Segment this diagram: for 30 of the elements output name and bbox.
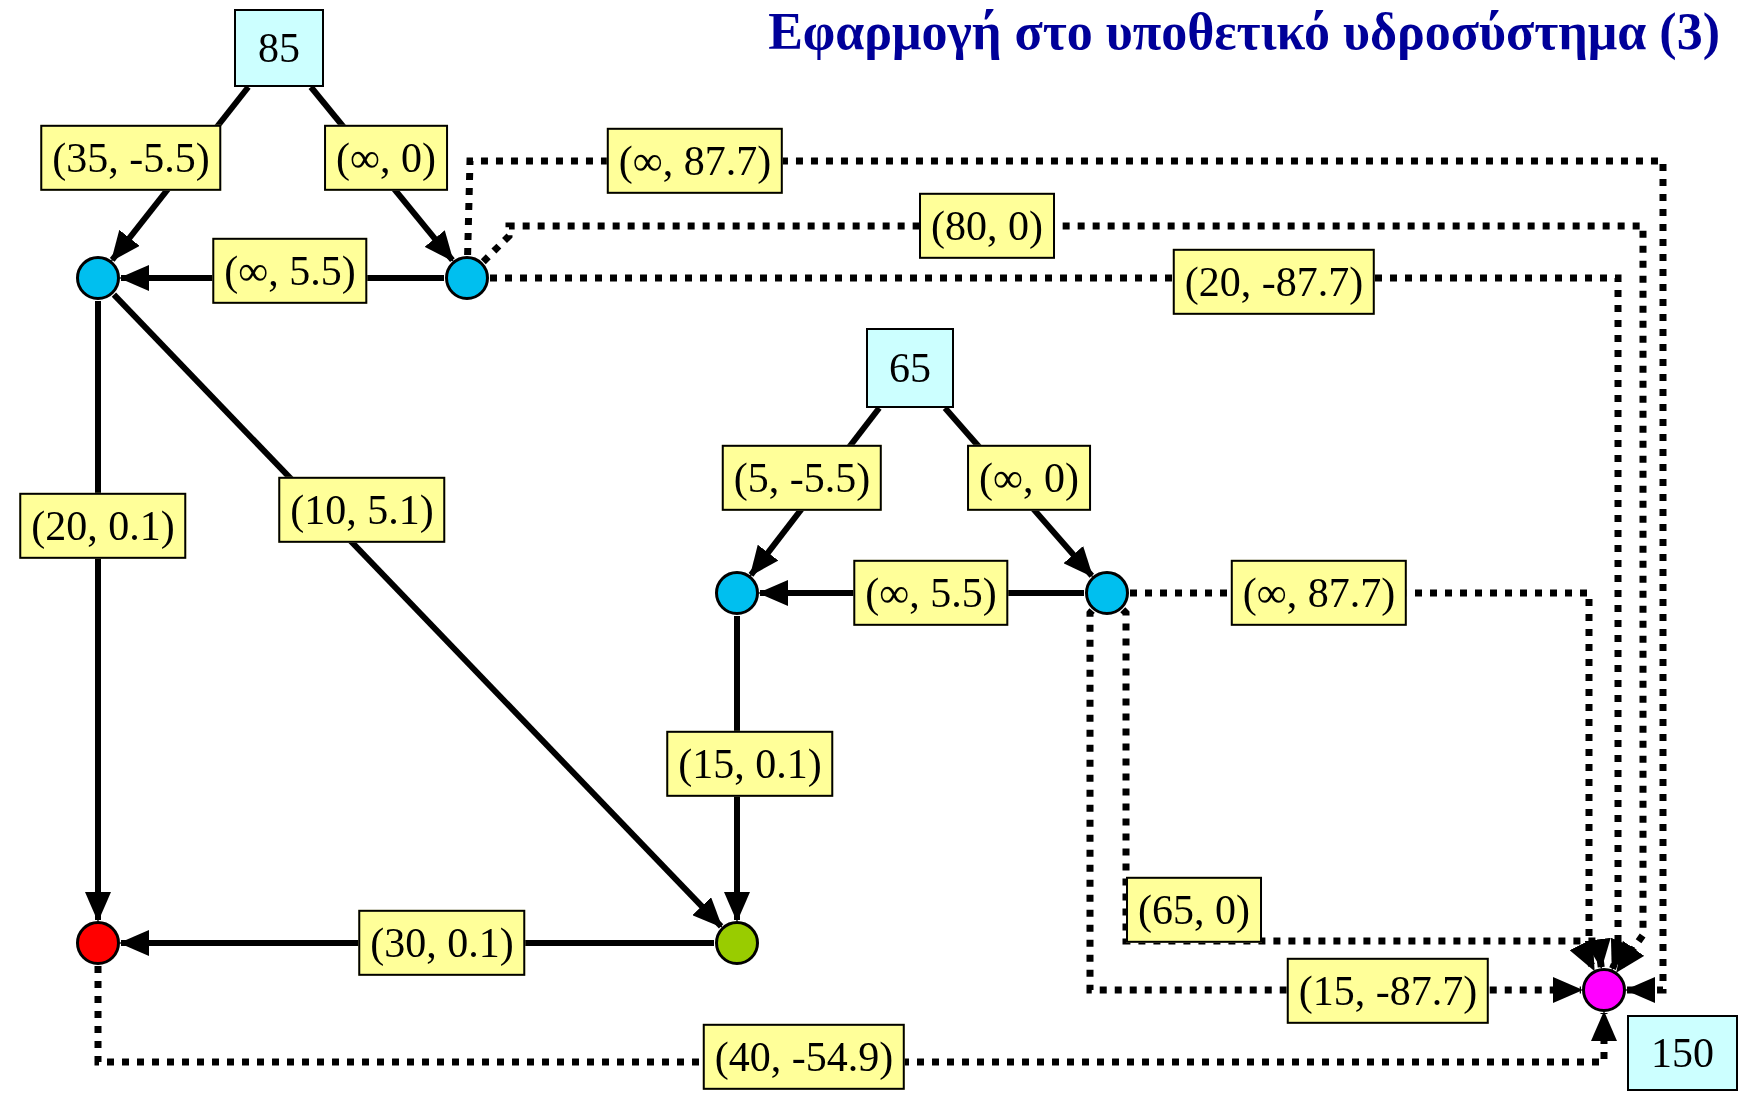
arrow [111, 292, 724, 929]
edge-label: (80, 0) [919, 192, 1055, 260]
node-circle [76, 921, 120, 965]
edge-label: (∞, 5.5) [853, 559, 1009, 627]
edge-label: (∞, 0) [967, 444, 1091, 512]
edge-label: (5, -5.5) [721, 444, 883, 512]
value-box: 65 [866, 328, 954, 408]
node-circle [1085, 571, 1129, 615]
diagram-title: Εφαρμογή στο υποθετικό υδροσύστημα (3) [768, 2, 1720, 61]
value-box: 150 [1627, 1015, 1738, 1091]
edge-label: (30, 0.1) [358, 909, 526, 977]
edge-label: (20, -87.7) [1172, 248, 1376, 316]
edge-label: (65, 0) [1126, 876, 1262, 944]
value-box: 85 [234, 9, 324, 87]
edge-label: (∞, 5.5) [212, 237, 368, 305]
edge-label: (15, 0.1) [666, 730, 834, 798]
node-circle [715, 571, 759, 615]
edge-label: (15, -87.7) [1286, 957, 1490, 1025]
edge-label: (∞, 87.7) [1230, 559, 1408, 627]
edge-label: (∞, 0) [324, 124, 448, 192]
edge-label: (10, 5.1) [278, 476, 446, 544]
node-circle [76, 256, 120, 300]
node-circle [445, 256, 489, 300]
arrow [85, 301, 111, 922]
edge-label: (35, -5.5) [40, 124, 222, 192]
edge-label: (40, -54.9) [702, 1023, 906, 1091]
node-circle [1582, 968, 1626, 1012]
edge-label: (∞, 87.7) [606, 127, 784, 195]
edge-label: (20, 0.1) [19, 492, 187, 560]
node-circle [715, 921, 759, 965]
